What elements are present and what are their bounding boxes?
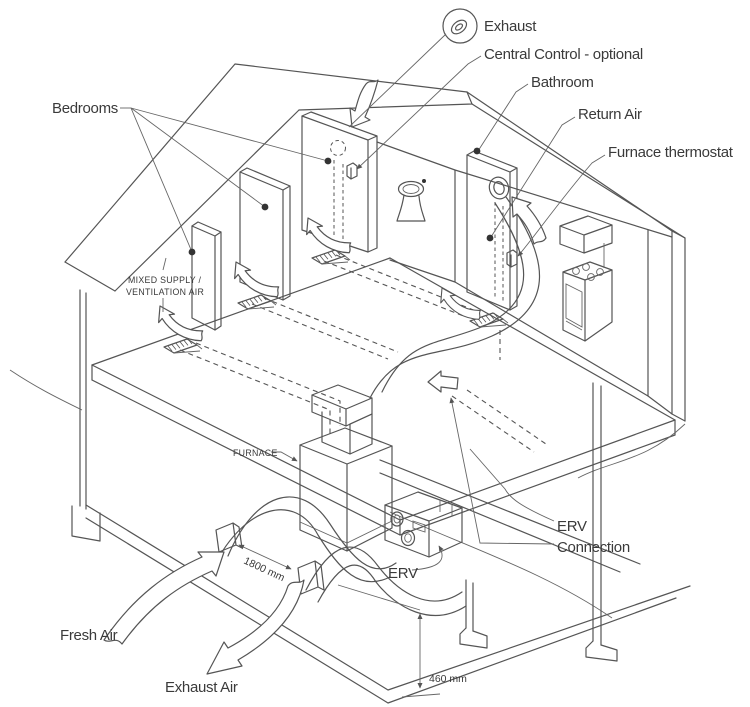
exhaust-air-flex-duct xyxy=(305,546,463,602)
flow-direction-arrow-icon xyxy=(427,370,459,393)
label-bathroom: Bathroom xyxy=(531,74,594,91)
dimensions xyxy=(238,544,441,698)
furnace-thermostat-device xyxy=(506,249,518,268)
return-air-leader xyxy=(490,116,576,238)
label-fresh-air: Fresh Air xyxy=(60,627,118,644)
label-dim-1800: 1800 mm xyxy=(242,555,287,584)
label-mixed-supply-1: MIXED SUPPLY / xyxy=(128,275,202,285)
label-return-air: Return Air xyxy=(578,106,642,123)
main-floor xyxy=(91,257,676,536)
bedroom-partition-2 xyxy=(239,167,291,301)
label-bedrooms: Bedrooms xyxy=(52,100,118,117)
erv-connection-leader-2 xyxy=(449,397,555,545)
basement-trunk-duct xyxy=(379,459,641,573)
central-wall xyxy=(301,111,378,253)
leader-dot-icon xyxy=(473,147,481,155)
fresh-air-flex-duct xyxy=(227,496,397,570)
exhaust-air-arrow xyxy=(206,579,305,675)
erv-unit xyxy=(384,491,463,558)
leader-dot-icon xyxy=(486,234,494,242)
label-erv-connection-2: Connection xyxy=(557,539,630,556)
leader-lines xyxy=(120,8,606,571)
supply-register-bedroom2 xyxy=(237,294,277,310)
erv-connection-duct-dashed xyxy=(451,395,535,453)
central-control-device xyxy=(346,162,358,180)
bathroom-leader xyxy=(477,83,529,152)
mixed-supply-ticks xyxy=(162,257,167,312)
label-erv-connection-1: ERV xyxy=(557,518,587,535)
label-exhaust: Exhaust xyxy=(484,18,537,35)
bedroom-partition-1 xyxy=(191,221,222,331)
erv-leader xyxy=(411,545,444,571)
furnace-leader xyxy=(271,451,298,462)
furnace-thermostat-leader xyxy=(517,154,606,257)
in-wall-return-duct xyxy=(494,202,504,302)
leader-dot-icon xyxy=(261,203,269,211)
ground-cutaway-left xyxy=(9,369,83,411)
ceiling-exhaust-grille xyxy=(330,140,346,156)
roof xyxy=(64,63,686,292)
curved-airflow-arrow-icon xyxy=(227,249,284,311)
erv-label-plate xyxy=(412,520,426,533)
dim-1800-arrow xyxy=(238,544,292,570)
label-furnace-thermostat: Furnace thermostat xyxy=(608,144,734,161)
fresh-air-arrow xyxy=(103,551,225,645)
furnace xyxy=(299,411,393,552)
label-erv: ERV xyxy=(388,565,418,582)
label-furnace: FURNACE xyxy=(233,448,278,458)
upstairs-dashed-ducts xyxy=(179,254,547,453)
fresh-air-hood xyxy=(215,522,243,553)
return-drop-duct xyxy=(585,382,618,662)
toilet xyxy=(396,179,426,222)
basement xyxy=(9,369,691,704)
range-hood xyxy=(559,215,613,254)
ground-cutaway-right xyxy=(577,423,686,479)
bedrooms-leaders xyxy=(130,107,329,253)
kitchen-stove xyxy=(559,215,613,342)
flex-ducts xyxy=(213,496,467,616)
central-control-leader xyxy=(356,55,482,170)
airflow-arrows xyxy=(103,79,547,675)
label-exhaust-air: Exhaust Air xyxy=(165,679,238,696)
label-mixed-supply-2: VENTILATION AIR xyxy=(126,287,204,297)
walls xyxy=(71,141,686,542)
in-wall-exhaust-duct xyxy=(333,160,344,240)
leader-dot-icon xyxy=(324,157,332,165)
roof-exhaust-vent-icon xyxy=(442,8,478,44)
return-air-wall xyxy=(466,150,518,311)
erv-connection-leader-1 xyxy=(469,448,555,522)
curved-airflow-arrow-icon xyxy=(151,293,208,355)
furnace-plenum xyxy=(321,411,373,455)
basement-column xyxy=(459,579,488,649)
return-air-vent xyxy=(488,176,510,200)
ground-cutaway-front xyxy=(389,511,613,619)
supply-trunk-elbow xyxy=(311,384,373,427)
roof-exhaust-airflow-arrow xyxy=(349,79,379,128)
exhaust-leader xyxy=(348,33,447,128)
return-vent-airflow-arrow xyxy=(511,196,547,245)
labels: Exhaust Central Control - optional Bathr… xyxy=(52,18,734,696)
leader-dot-icon xyxy=(188,248,196,256)
dim-460-extension xyxy=(337,584,441,698)
label-dim-460: 460 mm xyxy=(429,673,467,685)
label-central-control: Central Control - optional xyxy=(484,46,643,63)
